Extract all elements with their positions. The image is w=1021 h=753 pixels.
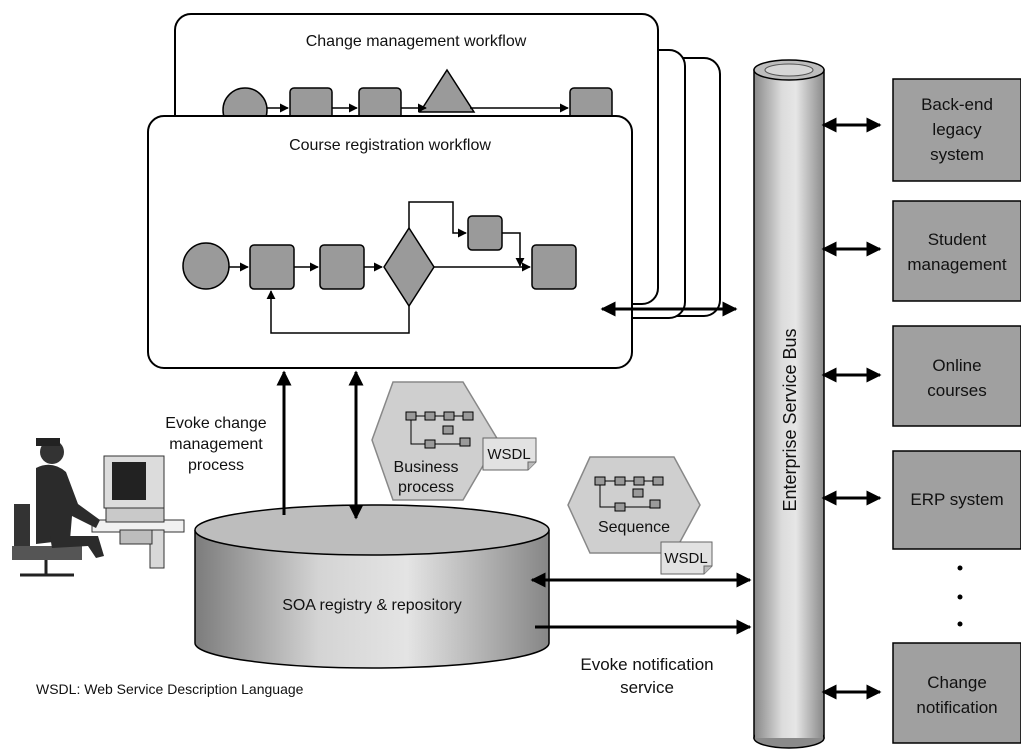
hexagon-shape xyxy=(567,456,701,554)
course-workflow-title: Course registration workflow xyxy=(289,137,491,154)
system-backend-legacy: Back-end legacy system xyxy=(821,78,1021,182)
svg-text:management: management xyxy=(169,436,263,453)
svg-text:Evoke notification: Evoke notification xyxy=(580,655,713,674)
svg-text:Change: Change xyxy=(927,673,987,692)
svg-text:Online: Online xyxy=(932,356,981,375)
evoke-change-annotation: Evoke change management process xyxy=(165,415,267,474)
svg-text:WSDL: WSDL xyxy=(487,446,530,463)
task-node xyxy=(531,244,577,290)
registry-top xyxy=(194,504,550,556)
sequence-artifact: Sequence WSDL xyxy=(567,456,713,575)
svg-text:Evoke change: Evoke change xyxy=(165,415,267,432)
course-registration-workflow-panel: Course registration workflow xyxy=(147,115,633,369)
wsdl-document-icon: WSDL xyxy=(482,437,537,471)
svg-text:WSDL: WSDL xyxy=(664,550,707,567)
svg-text:notification: notification xyxy=(916,698,997,717)
wsdl-document-icon: WSDL xyxy=(660,541,713,575)
bus-label: Enterprise Service Bus xyxy=(780,328,800,511)
svg-text:ERP system: ERP system xyxy=(910,490,1003,509)
task-node xyxy=(467,215,503,251)
decision-node xyxy=(418,68,476,113)
system-online-courses: Online courses xyxy=(821,325,1021,427)
wsdl-legend: WSDL: Web Service Description Language xyxy=(36,681,304,697)
svg-text:courses: courses xyxy=(927,381,987,400)
soa-registry-repository: SOA registry & repository xyxy=(194,504,550,669)
registry-label: SOA registry & repository xyxy=(282,597,462,614)
task-node xyxy=(319,244,365,290)
user-at-computer-illustration xyxy=(12,438,185,577)
start-node xyxy=(182,242,230,290)
task-node xyxy=(249,244,295,290)
evoke-notification-annotation: Evoke notification service xyxy=(580,655,713,697)
system-change-notification: Change notification xyxy=(821,642,1021,744)
change-workflow-title: Change management workflow xyxy=(306,33,527,50)
ellipsis-dots xyxy=(957,565,963,627)
system-student-management: Student management xyxy=(821,200,1021,302)
svg-text:Business: Business xyxy=(394,459,459,476)
svg-text:Student: Student xyxy=(928,230,987,249)
business-process-artifact: Business process WSDL xyxy=(371,381,537,501)
svg-text:Back-end: Back-end xyxy=(921,95,993,114)
svg-text:process: process xyxy=(188,457,244,474)
svg-text:legacy: legacy xyxy=(932,120,982,139)
flow-arrow xyxy=(502,232,525,267)
loop-back-arrow xyxy=(266,290,410,334)
svg-text:Sequence: Sequence xyxy=(598,519,670,536)
svg-text:process: process xyxy=(398,479,454,496)
mini-flow-icon xyxy=(594,476,664,512)
svg-text:management: management xyxy=(907,255,1007,274)
mini-flow-icon xyxy=(405,411,474,449)
enterprise-service-bus: Enterprise Service Bus xyxy=(753,59,825,749)
system-erp: ERP system xyxy=(821,450,1021,550)
svg-text:system: system xyxy=(930,145,984,164)
svg-text:service: service xyxy=(620,678,674,697)
flow-arrow xyxy=(408,201,467,238)
